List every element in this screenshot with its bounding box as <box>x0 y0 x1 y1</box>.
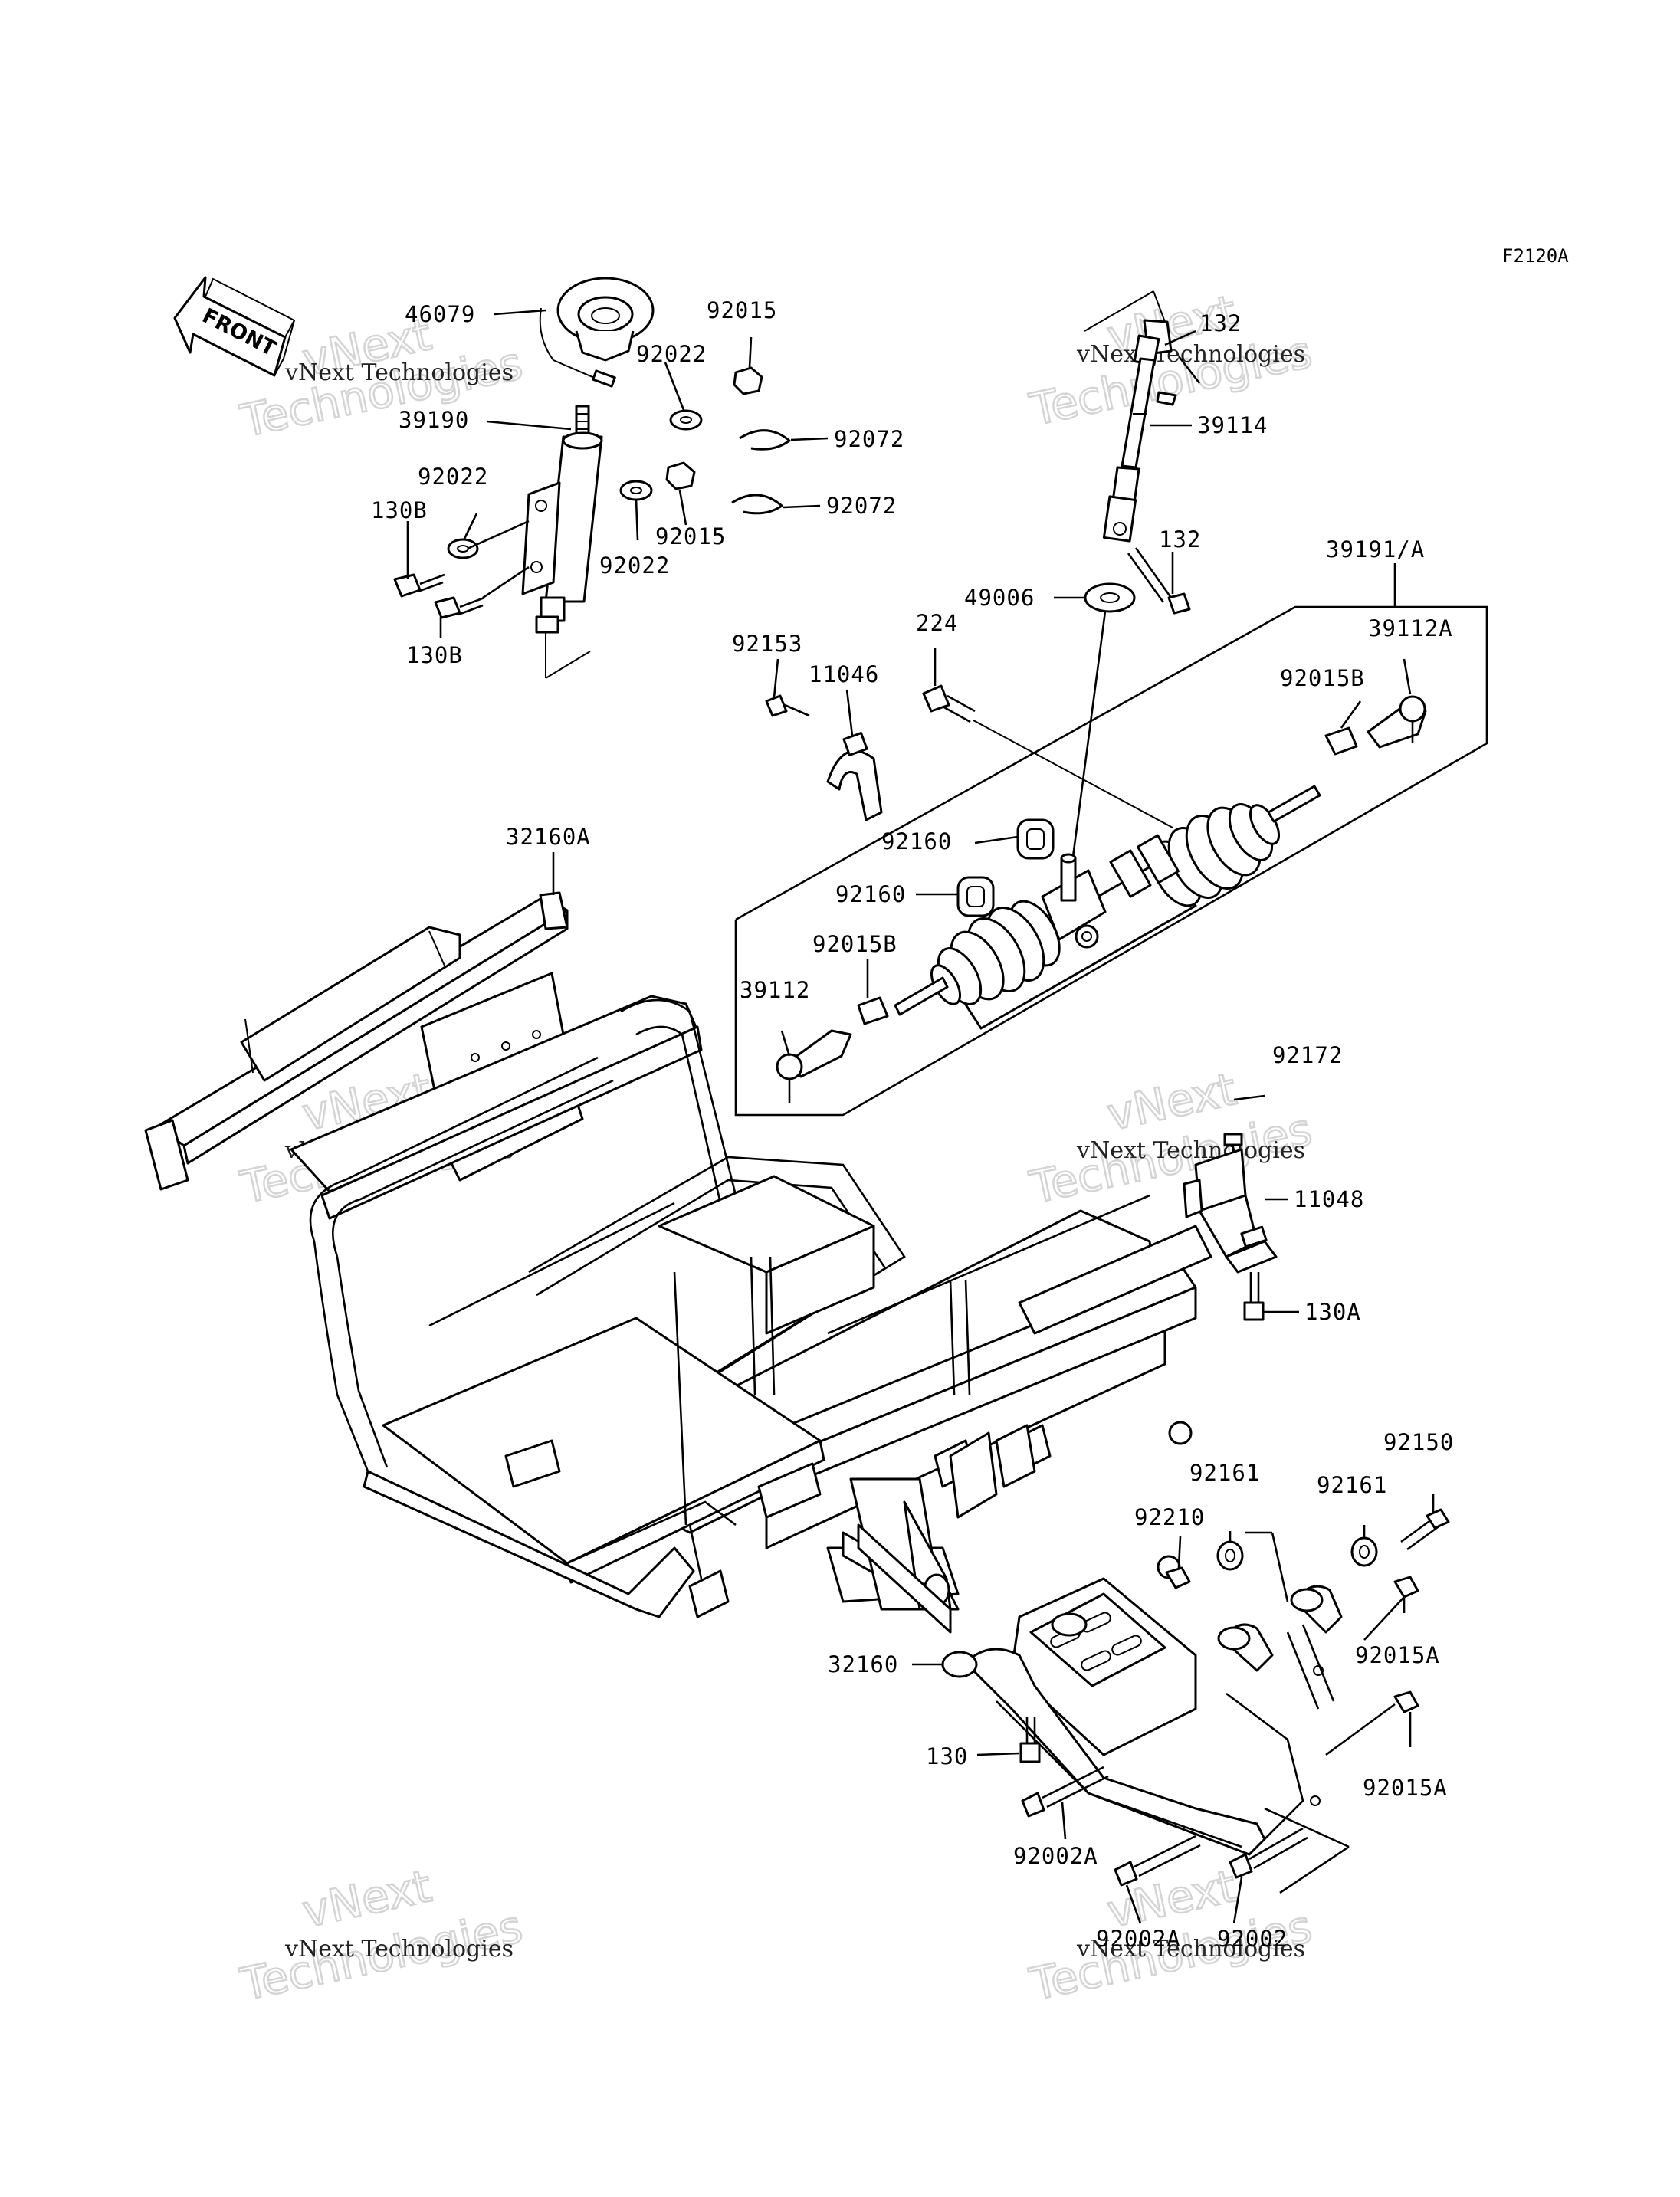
label-92172: 92172 <box>1272 1042 1343 1068</box>
label-92072-a: 92072 <box>834 426 904 452</box>
bolt-130-part <box>1019 1717 1041 1763</box>
label-92015B-a: 92015B <box>1280 665 1365 691</box>
tie-rod-end-39112A-part <box>1367 695 1427 749</box>
watermark-caption: vNext Technologies <box>1076 341 1305 368</box>
label-92022-b: 92022 <box>418 464 488 490</box>
label-132-a: 132 <box>1199 310 1242 336</box>
part-labels: 46079 92015 92022 39190 92072 92022 9207… <box>371 297 1454 1952</box>
nut-92015A-b-part <box>1393 1690 1419 1713</box>
label-130B-a: 130B <box>371 497 428 523</box>
screw-92172-part <box>1223 1133 1243 1146</box>
washer-92022-a-part <box>669 409 703 431</box>
nut-92210-part <box>1165 1566 1191 1589</box>
label-49006: 49006 <box>964 585 1035 611</box>
label-92161-b: 92161 <box>1317 1472 1387 1498</box>
label-92153: 92153 <box>732 631 802 657</box>
rack-right-bellow-part <box>1150 803 1281 907</box>
bolt-130A-part <box>1243 1272 1265 1321</box>
label-92022-c: 92022 <box>599 553 670 579</box>
label-92160-b: 92160 <box>835 881 906 907</box>
label-130A: 130A <box>1304 1299 1361 1325</box>
label-92015-mid: 92015 <box>655 523 726 549</box>
label-92015-top: 92015 <box>707 297 777 323</box>
label-46079: 46079 <box>405 301 475 327</box>
watermark-caption: vNext Technologies <box>1076 1936 1305 1963</box>
label-130: 130 <box>926 1743 968 1769</box>
label-92002A-b: 92002A <box>1096 1926 1181 1952</box>
column-bracket-part <box>521 481 561 595</box>
lower-joint-part <box>1102 495 1137 543</box>
nut-92015B-a-part <box>1324 726 1358 756</box>
bolt-92002-part <box>1229 1827 1308 1879</box>
bolt-130B-b-part <box>434 596 485 619</box>
label-92015A-a: 92015A <box>1355 1642 1440 1668</box>
clamp-11046-part <box>826 732 883 821</box>
label-92002A-a: 92002A <box>1013 1843 1098 1869</box>
label-92210: 92210 <box>1134 1504 1205 1530</box>
label-32160: 32160 <box>828 1651 898 1677</box>
label-39191A: 39191/A <box>1326 536 1425 562</box>
bolt-92153-part <box>765 694 810 717</box>
bushing-92161-a-part <box>1216 1540 1244 1571</box>
main-frame-group <box>144 852 1212 1634</box>
bushing-92160-b-part <box>956 876 995 917</box>
label-92002: 92002 <box>1217 1926 1288 1952</box>
nut-92015-mid-part <box>665 461 696 490</box>
bushing-92160-a-part <box>1016 818 1055 860</box>
bolt-92002A-a-part <box>1021 1766 1109 1818</box>
label-32160A: 32160A <box>506 824 591 850</box>
washer-92022-b-part <box>447 538 479 559</box>
label-39112A: 39112A <box>1368 615 1453 641</box>
diagram-code: F2120A <box>1502 245 1569 267</box>
label-92015B-b: 92015B <box>812 931 897 957</box>
label-92150: 92150 <box>1383 1429 1454 1455</box>
label-92015A-b: 92015A <box>1363 1775 1448 1801</box>
watermark-caption: vNext Technologies <box>284 359 514 386</box>
label-11048: 11048 <box>1294 1186 1364 1212</box>
watermark-caption: vNext Technologies <box>1076 1137 1305 1164</box>
circlip-92072-b-part <box>731 494 783 515</box>
label-92160-a: 92160 <box>881 828 952 854</box>
nut-92015B-b-part <box>857 996 889 1025</box>
rear-suspension-mount-group <box>912 1494 1450 1924</box>
bolt-92150-part <box>1400 1508 1450 1551</box>
bolt-92002A-b-part <box>1114 1835 1201 1887</box>
label-92072-b: 92072 <box>826 493 897 519</box>
pinion-shaft-part <box>1060 857 1077 902</box>
label-92161-a: 92161 <box>1189 1460 1260 1486</box>
label-39190: 39190 <box>399 407 469 433</box>
circlip-92072-a-part <box>739 429 791 451</box>
label-130B-b: 130B <box>406 642 463 668</box>
steering-shaft-group <box>1054 290 1201 857</box>
rack-assembly-box <box>734 605 1488 1117</box>
label-92022-a: 92022 <box>636 341 707 367</box>
label-39112: 39112 <box>740 977 810 1003</box>
washer-92022-c-part <box>619 480 653 501</box>
frame-front-bumper <box>363 1470 695 1618</box>
bushing-92161-b-part <box>1350 1536 1378 1567</box>
watermark-caption: vNext Technologies <box>284 1936 514 1963</box>
nut-92015-top-part <box>733 366 763 395</box>
label-132-b: 132 <box>1159 526 1201 553</box>
label-11046: 11046 <box>809 661 879 687</box>
washer-49006-part <box>1084 582 1136 613</box>
bracket-11048-group <box>1183 1094 1299 1321</box>
steering-column-group <box>393 277 829 679</box>
nut-92015A-a-part <box>1393 1576 1419 1599</box>
steering-rack-group <box>734 563 1488 1117</box>
bolt-224-part <box>922 684 976 723</box>
bolt-132-b-part <box>1127 547 1191 615</box>
label-224: 224 <box>916 610 958 636</box>
pivot-tube-left <box>941 1651 978 1678</box>
label-39114: 39114 <box>1197 412 1268 438</box>
